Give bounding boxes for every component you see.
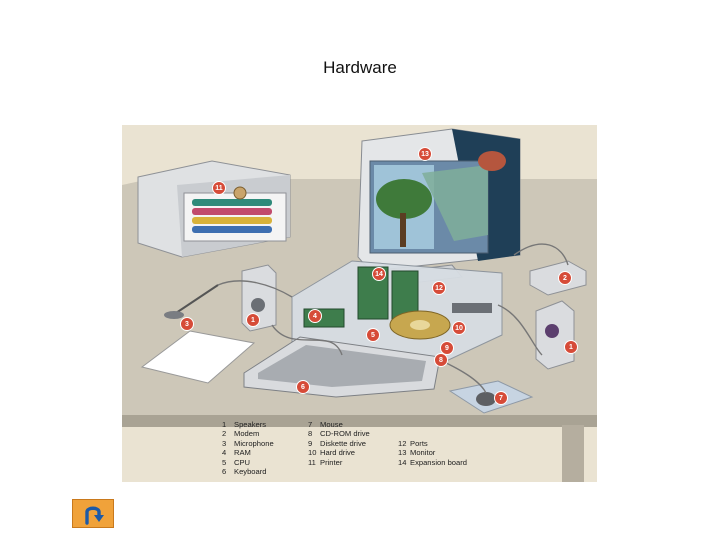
- callout-badge: 1: [564, 340, 578, 354]
- printer: [137, 160, 291, 258]
- legend-label: Hard drive: [320, 448, 356, 458]
- legend-number: 3: [222, 438, 227, 448]
- legend-column-1: 1 Speakers 2 Modem 3 Microphone 4 RAM 5 CPU 6 Keybo…: [222, 420, 274, 476]
- cables: [217, 243, 569, 394]
- legend-label: Diskette drive: [320, 438, 367, 448]
- callout-badge: 3: [180, 317, 194, 331]
- legend-number: 4: [222, 448, 227, 458]
- legend-item: 8 CD-ROM drive: [308, 429, 370, 438]
- legend-number: 1: [222, 420, 227, 429]
- legend-number: 7: [308, 420, 313, 429]
- microphone: [164, 284, 219, 319]
- legend-label: RAM: [234, 448, 251, 458]
- callout-badge: 9: [440, 341, 454, 355]
- legend-item: 1 Speakers: [222, 420, 274, 429]
- u-turn-arrow-icon: [85, 506, 104, 525]
- legend-label: CD-ROM drive: [320, 429, 370, 439]
- legend-number: 12: [398, 438, 407, 448]
- legend-label: Speakers: [234, 420, 267, 429]
- legend-label: Microphone: [234, 438, 274, 448]
- legend-item: 5 CPU: [222, 458, 274, 467]
- legend-item: 6 Keyboard: [222, 467, 274, 476]
- legend-label: Monitor: [410, 448, 436, 458]
- callout-badge: 1: [246, 313, 260, 327]
- callout-badge: 10: [452, 321, 466, 335]
- callout-badge: 8: [434, 353, 448, 367]
- legend-item: 9 Diskette drive: [308, 439, 370, 448]
- legend-label: Modem: [234, 429, 260, 439]
- legend-item: 4 RAM: [222, 448, 274, 457]
- callout-badge: 7: [494, 391, 508, 405]
- callout-badge: 2: [558, 271, 572, 285]
- callout-badge: 14: [372, 267, 386, 281]
- desk-front: [122, 415, 597, 427]
- callout-badge: 13: [418, 147, 432, 161]
- callout-badge: 5: [366, 328, 380, 342]
- legend-number: 8: [308, 429, 313, 439]
- callout-badge: 6: [296, 380, 310, 394]
- legend-item: 2 Modem: [222, 429, 274, 438]
- speaker-right: [535, 300, 575, 370]
- callout-badge: 12: [432, 281, 446, 295]
- legend-number: 10: [308, 448, 317, 458]
- legend-number: 11: [308, 457, 316, 467]
- legend-label: Expansion board: [410, 457, 467, 467]
- hardware-diagram: [122, 128, 597, 482]
- paper: [140, 330, 256, 384]
- monitor: [357, 128, 521, 284]
- page-title: Hardware: [323, 58, 397, 77]
- callout-badge: 4: [308, 309, 322, 323]
- legend-item: 7 Mouse: [308, 420, 370, 429]
- legend-label: CPU: [234, 457, 251, 467]
- callout-badge: 11: [212, 181, 226, 195]
- mousepad: [448, 380, 534, 414]
- desk-leg: [562, 425, 584, 482]
- legend-number: 2: [222, 429, 227, 439]
- legend-label: Mouse: [320, 420, 343, 429]
- legend-number: 6: [222, 466, 227, 476]
- legend-label: Keyboard: [234, 466, 267, 476]
- legend-item: 3 Microphone: [222, 439, 274, 448]
- legend-item: 11 Printer: [308, 458, 370, 467]
- legend-number: 5: [222, 457, 227, 467]
- keyboard: [243, 336, 441, 398]
- back-button[interactable]: [72, 499, 114, 528]
- legend-label: Printer: [320, 457, 343, 467]
- legend-number: 9: [308, 438, 313, 448]
- legend-label: Ports: [410, 438, 428, 448]
- legend-number: 14: [398, 457, 407, 467]
- legend-number: 13: [398, 448, 407, 458]
